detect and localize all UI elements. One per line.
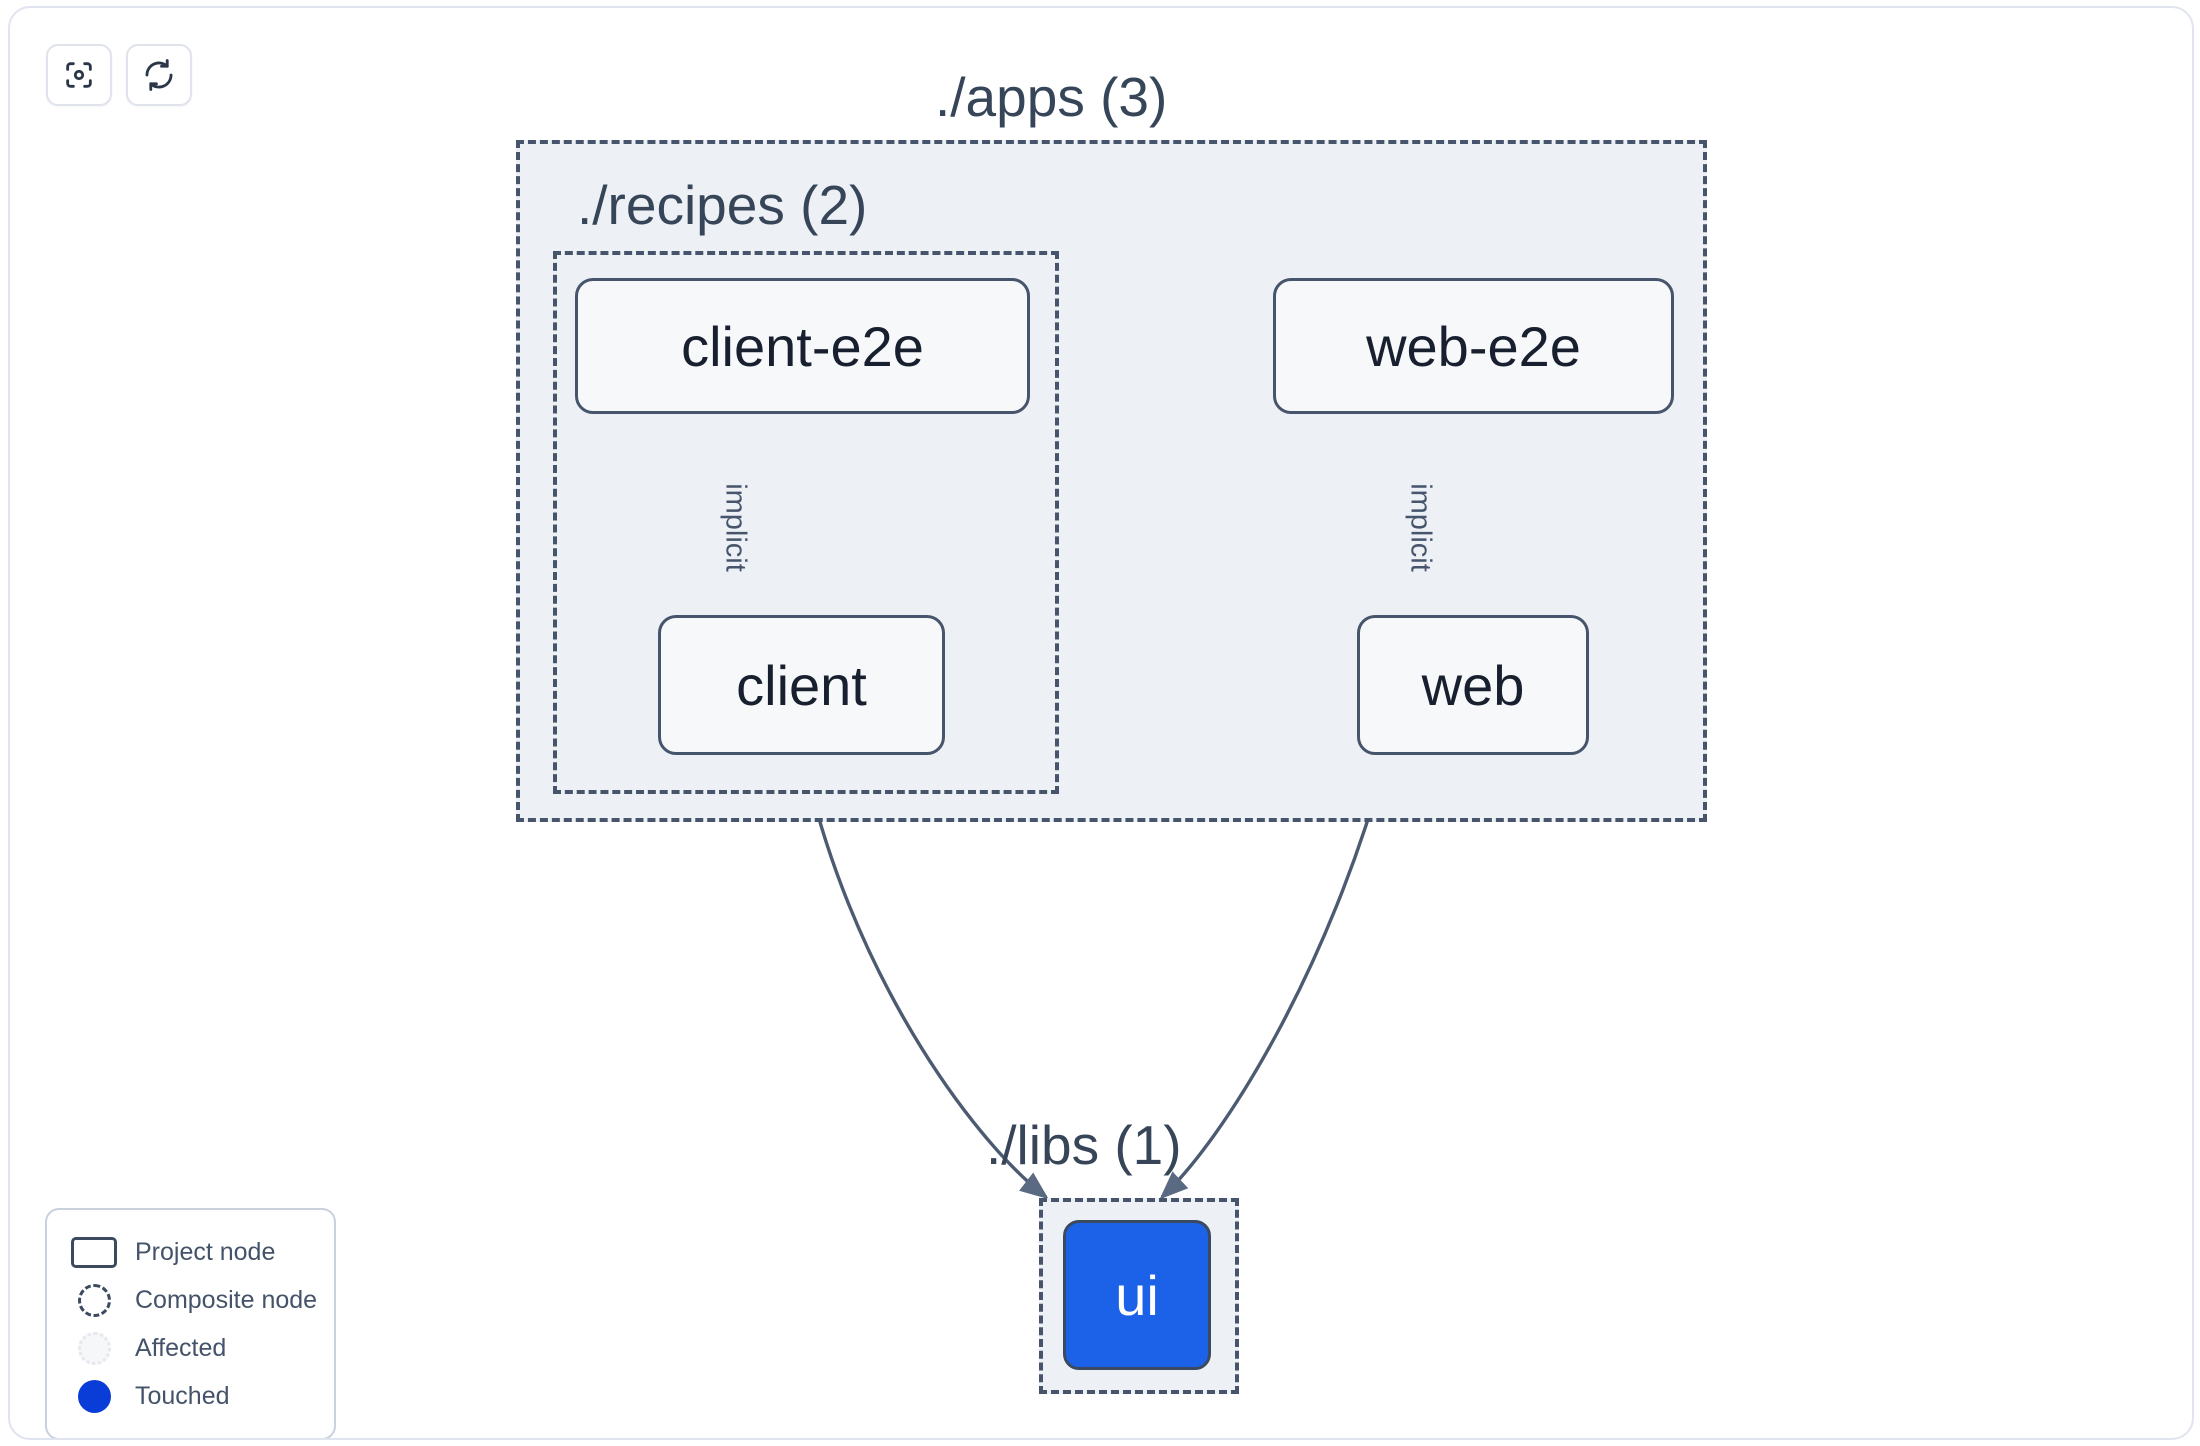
- project-node-swatch: [71, 1235, 117, 1269]
- project-node-ui[interactable]: ui: [1063, 1220, 1211, 1370]
- focus-scan-icon: [62, 58, 96, 92]
- edge-client-to-ui: [801, 754, 1049, 1200]
- legend-item-project-node: Project node: [71, 1228, 312, 1276]
- project-node-web[interactable]: web: [1357, 615, 1589, 755]
- focus-graph-button[interactable]: [46, 44, 112, 106]
- touched-swatch: [71, 1379, 117, 1413]
- legend-item-composite-node: Composite node: [71, 1276, 317, 1324]
- legend-label-project-node: Project node: [135, 1237, 276, 1266]
- legend-label-affected: Affected: [135, 1333, 227, 1362]
- graph-toolbar: [46, 44, 192, 106]
- project-node-client-e2e[interactable]: client-e2e: [575, 278, 1030, 414]
- composite-node-swatch: [71, 1283, 117, 1317]
- graph-canvas-frame: ./apps (3) ./recipes (2) ./libs (1) clie…: [8, 6, 2194, 1440]
- refresh-icon: [142, 58, 176, 92]
- refresh-graph-button[interactable]: [126, 44, 192, 106]
- graph-legend: Project node Composite node Affected Tou…: [45, 1208, 336, 1438]
- legend-label-touched: Touched: [135, 1381, 230, 1410]
- project-node-web-e2e[interactable]: web-e2e: [1273, 278, 1674, 414]
- edge-web-to-ui: [1159, 754, 1389, 1200]
- affected-swatch: [71, 1331, 117, 1365]
- project-node-client[interactable]: client: [658, 615, 945, 755]
- legend-label-composite-node: Composite node: [135, 1285, 318, 1314]
- legend-item-touched: Touched: [71, 1372, 312, 1420]
- legend-item-affected: Affected: [71, 1324, 312, 1372]
